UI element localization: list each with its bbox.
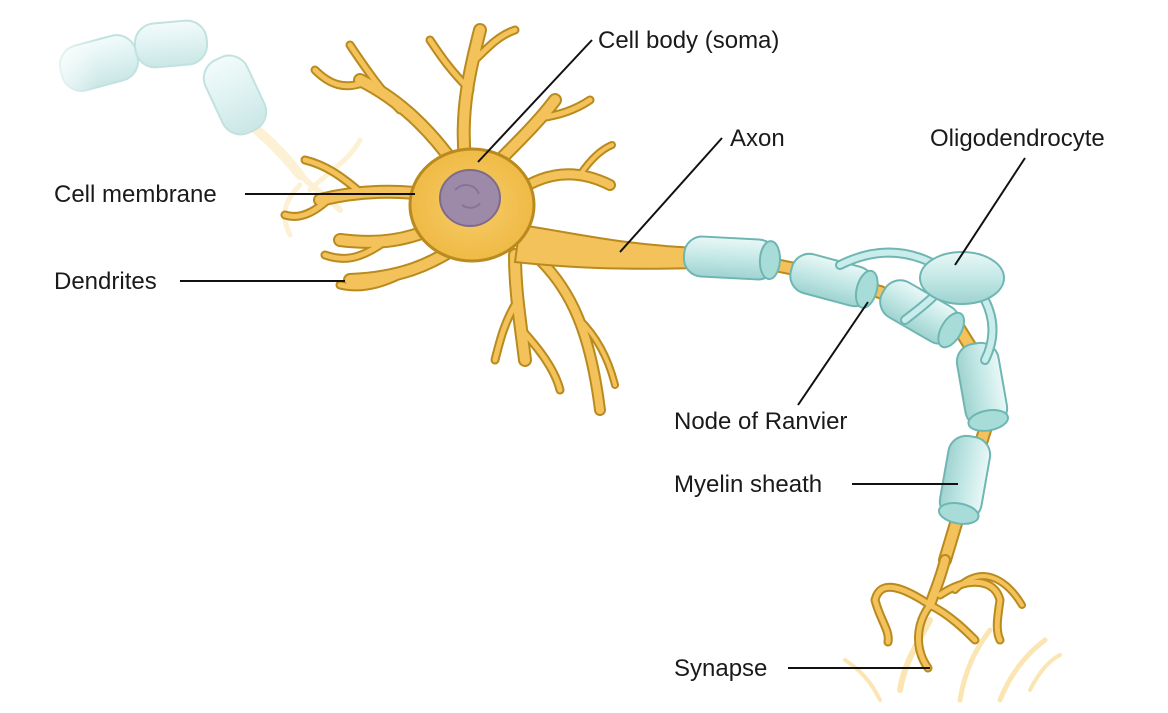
terminal-ghost bbox=[843, 617, 1062, 703]
label-axon: Axon bbox=[730, 125, 785, 152]
label-cell-membrane: Cell membrane bbox=[54, 181, 217, 208]
leader-cell-body bbox=[477, 39, 593, 163]
label-dendrites: Dendrites bbox=[54, 268, 157, 295]
labels: Cell body (soma) Axon Oligodendrocyte Ce… bbox=[54, 27, 1105, 682]
label-synapse: Synapse bbox=[674, 655, 767, 682]
nucleus bbox=[439, 169, 501, 227]
label-cell-body: Cell body (soma) bbox=[598, 27, 779, 54]
axon bbox=[513, 223, 701, 270]
axon-terminals bbox=[843, 554, 1062, 703]
label-myelin-sheath: Myelin sheath bbox=[674, 471, 822, 498]
myelin-segment bbox=[955, 341, 1010, 432]
label-oligodendrocyte: Oligodendrocyte bbox=[930, 125, 1105, 152]
myelin-segment bbox=[937, 434, 992, 525]
cell-body bbox=[408, 147, 536, 263]
oligodendrocyte bbox=[835, 247, 1005, 365]
myelin-segment bbox=[789, 252, 879, 309]
leader-oligodendrocyte bbox=[954, 157, 1026, 266]
myelin-segment bbox=[682, 235, 781, 281]
leader-lines bbox=[180, 39, 1026, 669]
leader-axon bbox=[619, 137, 723, 253]
label-node-of-ranvier: Node of Ranvier bbox=[674, 408, 847, 435]
myelinated-axon bbox=[682, 235, 1010, 567]
dendrites bbox=[280, 23, 619, 416]
leader-node-of-ranvier bbox=[797, 301, 869, 406]
